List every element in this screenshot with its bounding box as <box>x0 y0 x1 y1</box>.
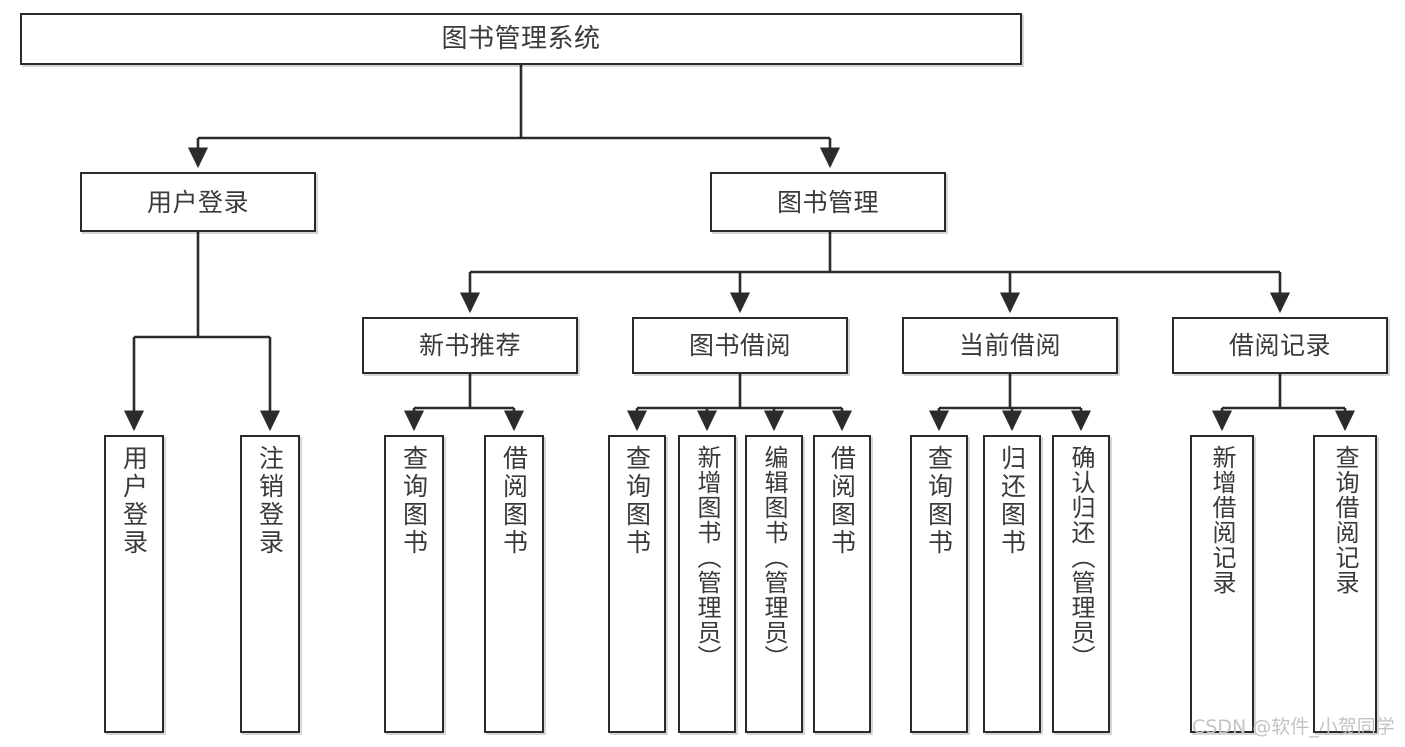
leaf-return-book[interactable]: 归还图书 <box>983 435 1041 733</box>
leaf-edit-book-admin[interactable]: 编辑图书（管理员） <box>745 435 803 733</box>
leaf-return-book-label: 归还图书 <box>997 445 1027 557</box>
node-user-login-label: 用户登录 <box>146 187 249 217</box>
node-current-borrow[interactable]: 当前借阅 <box>902 317 1118 374</box>
csdn-watermark: CSDN @软件_小贺同学 <box>1192 716 1395 738</box>
node-book-management[interactable]: 图书管理 <box>710 172 946 232</box>
leaf-confirm-return-admin-label: 确认归还（管理员） <box>1067 445 1095 670</box>
leaf-user-logout-label: 注销登录 <box>255 445 285 557</box>
node-book-management-label: 图书管理 <box>776 187 879 217</box>
leaf-add-borrow-record[interactable]: 新增借阅记录 <box>1190 435 1254 733</box>
leaf-user-login-label: 用户登录 <box>119 445 149 557</box>
leaf-edit-book-admin-label: 编辑图书（管理员） <box>760 445 788 670</box>
leaf-confirm-return-admin[interactable]: 确认归还（管理员） <box>1052 435 1110 733</box>
leaf-query-borrow-record-label: 查询借阅记录 <box>1331 445 1359 595</box>
leaf-user-login[interactable]: 用户登录 <box>104 435 164 733</box>
leaf-add-borrow-record-label: 新增借阅记录 <box>1208 445 1236 595</box>
node-new-book-recommend-label: 新书推荐 <box>418 331 521 360</box>
leaf-query-book-borrow-label: 查询图书 <box>622 445 652 557</box>
leaf-query-borrow-record[interactable]: 查询借阅记录 <box>1313 435 1377 733</box>
leaf-borrow-book[interactable]: 借阅图书 <box>813 435 871 733</box>
node-book-borrow[interactable]: 图书借阅 <box>632 317 848 374</box>
leaf-user-logout[interactable]: 注销登录 <box>240 435 300 733</box>
node-root[interactable]: 图书管理系统 <box>20 13 1022 65</box>
leaf-query-book-borrow[interactable]: 查询图书 <box>608 435 666 733</box>
leaf-borrow-book-recommend[interactable]: 借阅图书 <box>484 435 544 733</box>
node-new-book-recommend[interactable]: 新书推荐 <box>362 317 578 374</box>
node-borrow-record-label: 借阅记录 <box>1228 331 1331 360</box>
leaf-query-book-recommend-label: 查询图书 <box>399 445 429 557</box>
leaf-query-book-current-label: 查询图书 <box>924 445 954 557</box>
leaf-query-book-current[interactable]: 查询图书 <box>910 435 968 733</box>
leaf-add-book-admin[interactable]: 新增图书（管理员） <box>678 435 736 733</box>
node-current-borrow-label: 当前借阅 <box>958 331 1061 360</box>
leaf-add-book-admin-label: 新增图书（管理员） <box>693 445 721 670</box>
leaf-borrow-book-label: 借阅图书 <box>827 445 857 557</box>
node-book-borrow-label: 图书借阅 <box>688 331 791 360</box>
node-root-label: 图书管理系统 <box>441 23 601 54</box>
node-user-login[interactable]: 用户登录 <box>80 172 316 232</box>
leaf-query-book-recommend[interactable]: 查询图书 <box>384 435 444 733</box>
leaf-borrow-book-recommend-label: 借阅图书 <box>499 445 529 557</box>
node-borrow-record[interactable]: 借阅记录 <box>1172 317 1388 374</box>
